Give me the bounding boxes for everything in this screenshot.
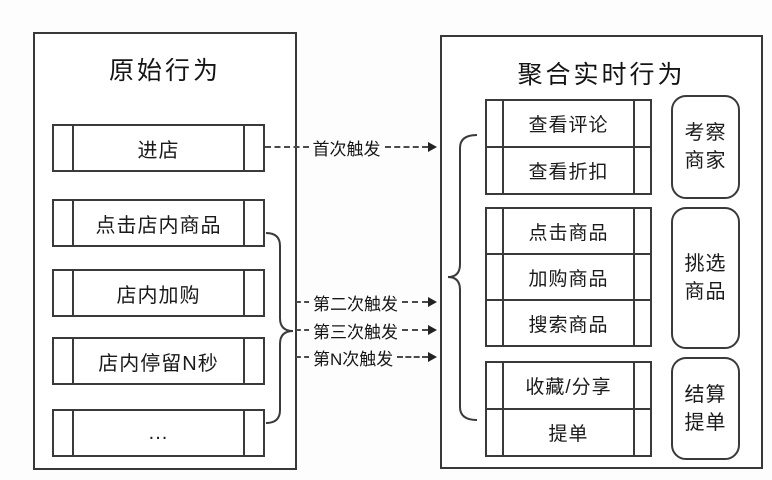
dashed-line — [265, 146, 309, 148]
raw-behavior-box-enter-store: 进店 — [52, 124, 265, 172]
box-side-bar-left — [72, 271, 74, 315]
category-line: 结算 — [684, 383, 727, 406]
category-label-inspect-merchant: 考察 商家 — [671, 95, 740, 199]
aggregated-row: 搜索商品 — [487, 299, 650, 345]
box-side-bar-left — [72, 201, 74, 245]
aggregated-row: 收藏/分享 — [525, 377, 612, 398]
category-label-checkout: 结算 提单 — [671, 357, 740, 460]
category-line: 提单 — [684, 411, 727, 434]
category-line: 挑选 — [684, 253, 727, 275]
dashed-line — [296, 356, 309, 358]
group-side-bar-left — [502, 101, 504, 193]
group-side-bar-left — [502, 209, 504, 345]
aggregated-row: 点击商品 — [528, 222, 609, 244]
aggregated-behavior-panel: 聚合实时行为 查看评论 查看折扣 考察 商家 点击商品 加购商品 搜索商品 挑选… — [440, 35, 763, 469]
aggregated-group-checkout: 收藏/分享 提单 — [485, 361, 652, 457]
box-side-bar-right — [243, 201, 245, 245]
right-panel-title: 聚合实时行为 — [517, 61, 686, 89]
box-label: 店内停留N秒 — [98, 352, 219, 375]
aggregated-group-inspect-merchant: 查看评论 查看折扣 — [485, 99, 652, 195]
dashed-line — [397, 356, 428, 358]
category-label-pick-items: 挑选 商品 — [671, 207, 740, 349]
category-line: 考察 — [684, 122, 727, 144]
box-side-bar-left — [72, 339, 74, 383]
aggregated-group-pick-items: 点击商品 加购商品 搜索商品 — [485, 207, 652, 347]
arrow-right-icon — [428, 142, 437, 152]
arrow-right-icon — [428, 297, 437, 307]
group-side-bar-right — [633, 209, 635, 345]
aggregated-row: 提单 — [487, 408, 650, 455]
trigger-label-first: 首次触发 — [312, 139, 381, 159]
box-label: 进店 — [137, 139, 180, 162]
group-side-bar-right — [633, 101, 635, 193]
box-label: 点击店内商品 — [95, 214, 222, 237]
raw-behavior-box-add-cart: 店内加购 — [52, 269, 265, 317]
box-side-bar-right — [243, 271, 245, 315]
aggregated-row: 查看折扣 — [487, 146, 650, 193]
dashed-line — [402, 301, 428, 303]
dashed-line — [296, 329, 309, 331]
raw-behavior-box-click-item: 点击店内商品 — [52, 199, 265, 247]
arrow-right-icon — [428, 325, 437, 335]
raw-behavior-box-stay-n-seconds: 店内停留N秒 — [52, 337, 265, 385]
original-behavior-panel: 原始行为 进店 点击店内商品 店内加购 店内停留N秒 ... — [33, 32, 297, 470]
raw-behavior-box-ellipsis: ... — [52, 409, 265, 457]
box-side-bar-right — [243, 126, 245, 170]
group-side-bar-left — [502, 363, 504, 455]
box-label: ... — [148, 421, 169, 444]
trigger-label-third: 第三次触发 — [313, 322, 398, 342]
aggregated-row: 查看评论 — [528, 115, 609, 136]
trigger-label-nth: 第N次触发 — [313, 349, 394, 369]
trigger-arrow-third: 第三次触发 — [296, 319, 437, 342]
group-side-bar-right — [633, 363, 635, 455]
trigger-arrow-second: 第二次触发 — [296, 291, 437, 314]
left-panel-title: 原始行为 — [108, 57, 221, 85]
box-side-bar-left — [72, 126, 74, 170]
box-label: 店内加购 — [116, 284, 201, 307]
box-side-bar-left — [72, 411, 74, 455]
category-line: 商家 — [684, 150, 727, 172]
box-side-bar-right — [243, 339, 245, 383]
trigger-label-second: 第二次触发 — [313, 294, 398, 314]
dashed-line — [296, 301, 309, 303]
dashed-line — [384, 146, 428, 148]
trigger-arrow-first: 首次触发 — [265, 136, 437, 159]
box-side-bar-right — [243, 411, 245, 455]
dashed-line — [402, 329, 428, 331]
trigger-arrow-nth: 第N次触发 — [296, 346, 437, 369]
arrow-right-icon — [428, 352, 437, 362]
category-line: 商品 — [684, 281, 727, 303]
aggregated-row: 加购商品 — [487, 253, 650, 299]
